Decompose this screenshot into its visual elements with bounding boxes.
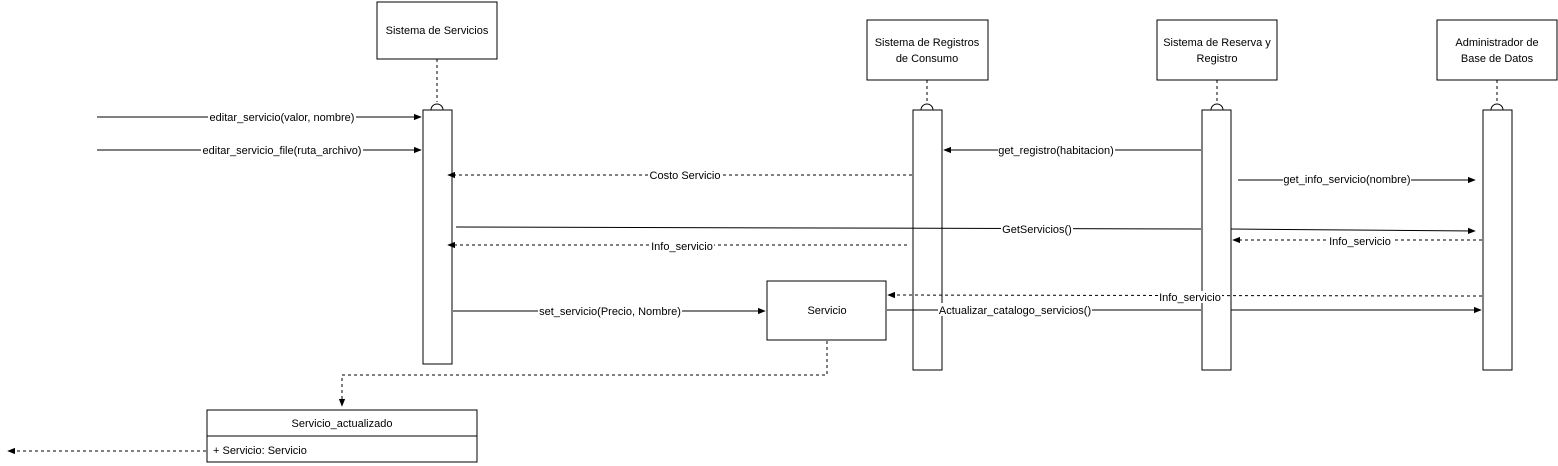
participant-box (866, 19, 989, 81)
message-label: Info_servicio (651, 241, 713, 253)
message-get-servicios[interactable]: GetServicios() (455, 222, 1476, 236)
message-label: Costo Servicio (650, 170, 721, 182)
label-background (1158, 291, 1222, 303)
creation-connector (338, 341, 828, 407)
label-background (538, 304, 682, 317)
message-info-servicio-reserva[interactable]: Info_servicio (1232, 234, 1482, 248)
servicio-object-box (766, 280, 887, 341)
participant-sistema-registros-consumo[interactable]: Sistema de Registros de Consumo (866, 19, 989, 81)
message-editar-servicio[interactable]: editar_servicio(valor, nombre) (97, 110, 422, 124)
participant-label-line: Sistema de Servicios (386, 25, 489, 37)
participant-sistema-servicios[interactable]: Sistema de Servicios (376, 1, 498, 60)
message-arrow (1230, 227, 1476, 235)
participant-label-line: de Consumo (896, 53, 958, 65)
participant-administrador-bd[interactable]: Administrador de Base de Datos (1436, 19, 1558, 81)
message-line (455, 226, 1202, 230)
message-costo-servicio[interactable]: Costo Servicio (447, 168, 912, 182)
participant-label-line: Registro (1197, 53, 1238, 65)
lifeline-connector (430, 103, 444, 111)
label-background (648, 168, 722, 181)
participant-sistema-reserva-registro[interactable]: Sistema de Reserva y Registro (1156, 19, 1278, 81)
lifeline-connector (1490, 103, 1504, 111)
message-label: editar_servicio(valor, nombre) (210, 112, 355, 124)
label-background (208, 110, 356, 123)
activation-bar-sistema-servicios (422, 109, 453, 365)
message-get-info-servicio[interactable]: get_info_servicio(nombre) (1238, 173, 1476, 186)
message-label: get_registro(habitacion) (998, 145, 1114, 157)
label-background (998, 143, 1115, 156)
activation-bar-sistema-reserva (1201, 109, 1232, 371)
activation-bar-sistema-registros (912, 109, 943, 371)
message-label: GetServicios() (1002, 224, 1072, 236)
servicio-object[interactable]: Servicio (766, 280, 887, 341)
lifeline-connector (920, 103, 934, 111)
servicio-object-label: Servicio (807, 305, 846, 317)
label-background (201, 143, 363, 156)
message-set-servicio[interactable]: set_servicio(Precio, Nombre) (453, 304, 766, 318)
message-actualizar-catalogo[interactable]: Actualizar_catalogo_servicios() (887, 303, 1482, 317)
activation-bar-administrador (1482, 109, 1513, 371)
message-label: set_servicio(Precio, Nombre) (539, 306, 681, 318)
message-label: get_info_servicio(nombre) (1283, 174, 1410, 186)
participant-label-line: Administrador de (1455, 37, 1538, 49)
label-background (1001, 222, 1073, 235)
class-title: Servicio_actualizado (292, 418, 393, 430)
participant-box (1436, 19, 1558, 81)
participant-label-line: Base de Datos (1461, 53, 1534, 65)
message-label: Info_servicio (1159, 292, 1221, 304)
participant-label-line: Sistema de Reserva y (1163, 37, 1271, 49)
message-info-servicio-objeto[interactable]: Info_servicio (887, 291, 1483, 304)
label-background (1328, 234, 1392, 247)
label-background (1283, 173, 1411, 186)
participant-box (376, 1, 498, 60)
message-info-servicio-servicios[interactable]: Info_servicio (447, 239, 907, 253)
message-label: Actualizar_catalogo_servicios() (939, 305, 1091, 317)
participant-label-line: Sistema de Registros (875, 37, 980, 49)
participant-box (1156, 19, 1278, 81)
class-servicio-actualizado[interactable]: Servicio_actualizado + Servicio: Servici… (206, 409, 478, 463)
lifeline-connector (1210, 103, 1224, 111)
message-label: Info_servicio (1329, 236, 1391, 248)
label-background (938, 303, 1092, 316)
message-get-registro[interactable]: get_registro(habitacion) (943, 143, 1201, 157)
message-editar-servicio-file[interactable]: editar_servicio_file(ruta_archivo) (97, 143, 422, 157)
class-attribute: + Servicio: Servicio (213, 445, 307, 457)
message-label: editar_servicio_file(ruta_archivo) (203, 145, 362, 157)
label-background (650, 239, 714, 252)
